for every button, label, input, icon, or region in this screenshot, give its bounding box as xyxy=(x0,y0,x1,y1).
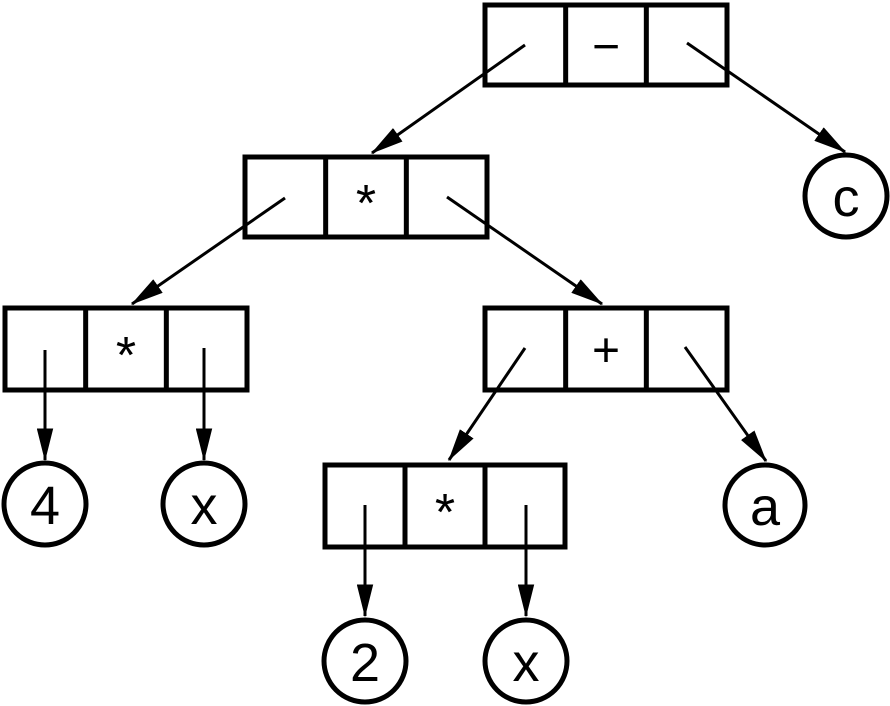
leaf-node-leaf-x2: x xyxy=(482,617,570,705)
tree-node-minus-root: − xyxy=(482,2,730,88)
leaf-label: x xyxy=(191,476,218,536)
operator-label: + xyxy=(592,325,620,378)
node-box xyxy=(482,305,730,393)
tree-node-mul-left: * xyxy=(2,305,250,393)
leaf-label: c xyxy=(833,168,860,228)
operator-label: * xyxy=(435,484,455,542)
leaf-node-leaf-c: c xyxy=(802,152,890,240)
leaf-label: x xyxy=(513,633,540,693)
leaf-circle xyxy=(802,152,890,240)
operator-label: * xyxy=(356,175,376,233)
node-box xyxy=(242,154,490,240)
pointer-arrow-mul-top-left xyxy=(130,196,286,306)
tree-node-mul-top: * xyxy=(242,154,490,240)
pointer-arrow-plus-right-left xyxy=(447,347,527,462)
pointer-arrow-plus-right-right xyxy=(683,346,768,463)
leaf-label: 4 xyxy=(30,476,60,536)
leaf-circle xyxy=(1,460,89,548)
leaf-circle xyxy=(160,460,248,548)
node-box xyxy=(2,305,250,393)
leaf-circle xyxy=(482,617,570,705)
leaf-node-leaf-a: a xyxy=(722,462,808,548)
leaf-node-leaf-2: 2 xyxy=(321,617,409,705)
leaf-label: 2 xyxy=(350,633,380,693)
leaf-node-leaf-x1: x xyxy=(160,460,248,548)
pointer-arrow-minus-root-left xyxy=(370,43,526,155)
node-box xyxy=(482,2,730,88)
leaf-circle xyxy=(722,462,808,548)
leaf-circle xyxy=(321,617,409,705)
pointer-arrow-mul-top-right xyxy=(446,195,604,306)
tree-node-plus-right: + xyxy=(482,305,730,393)
operator-label: * xyxy=(116,327,136,385)
tree-node-mul-bottom: * xyxy=(322,462,568,550)
pointer-arrow-minus-root-right xyxy=(686,41,847,154)
leaf-label: a xyxy=(750,477,781,537)
node-box xyxy=(322,462,568,550)
leaf-node-leaf-4: 4 xyxy=(1,460,89,548)
operator-label: − xyxy=(592,21,620,74)
